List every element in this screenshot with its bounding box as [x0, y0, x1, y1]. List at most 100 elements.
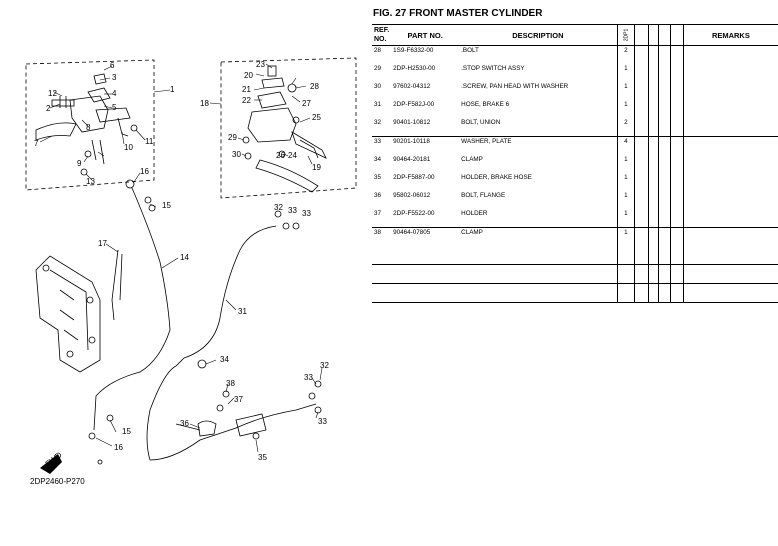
part-no-cell: 90401-10812	[393, 119, 431, 126]
callout-34: 34	[220, 355, 229, 364]
callout-33-c: 33	[304, 373, 313, 382]
diagram-code: 2DP2460-P270	[30, 477, 85, 486]
callout-38: 38	[226, 379, 235, 388]
description-cell: HOSE, BRAKE 6	[461, 101, 510, 108]
callout-10: 10	[124, 143, 133, 152]
qty-cell: 2	[616, 118, 635, 137]
fwd-arrow-icon: FWD	[40, 450, 64, 474]
callout-12: 12	[48, 89, 57, 98]
table-row: 30 97602-04312 .SCREW, PAN HEAD WITH WASHE…	[372, 82, 778, 100]
remarks-cell	[682, 155, 778, 173]
header-part-no: PART NO.	[391, 24, 460, 46]
remarks-cell	[682, 209, 778, 228]
remarks-cell	[682, 227, 778, 246]
description-cell: CLAMP	[459, 227, 618, 246]
frame-bracket-drawing	[35, 255, 101, 373]
callout-32-upper: 32	[274, 203, 283, 212]
callout-11: 11	[145, 137, 154, 146]
ref-cell: 28	[374, 47, 382, 54]
remarks-cell	[682, 45, 778, 64]
ref-cell: 29	[374, 65, 382, 72]
figure-title: FIG. 27 FRONT MASTER CYLINDER	[373, 8, 543, 19]
ref-cell: 34	[374, 156, 382, 163]
qty-cell: 4	[616, 136, 635, 155]
exploded-parts-diagram: FWD 1 2 3 4 5 6 7 8 9 10 11 12 13 14 15 …	[25, 57, 357, 486]
callout-16-upper: 16	[140, 167, 149, 176]
callout-33-b: 33	[302, 209, 311, 218]
callout-5: 5	[112, 103, 117, 112]
qty-cell: 1	[616, 155, 635, 173]
qty-cell: 1	[616, 227, 635, 246]
callout-24: 24	[288, 151, 297, 160]
callout-14: 14	[180, 253, 189, 262]
callout-labels: 1 2 3 4 5 6 7 8 9 10 11 12 13 14 15 15 1…	[34, 60, 329, 462]
part-no-cell: 90464-07805	[391, 227, 460, 246]
callout-27: 27	[302, 99, 311, 108]
callout-22: 22	[242, 96, 251, 105]
part-no-cell: 2DP-F5522-00	[393, 210, 435, 217]
description-cell: HOLDER	[461, 210, 488, 217]
header-remarks: REMARKS	[682, 24, 778, 46]
description-cell: BOLT, UNION	[461, 119, 501, 126]
callout-15-upper: 15	[162, 201, 171, 210]
callout-6: 6	[110, 61, 115, 70]
ref-cell: 31	[374, 101, 382, 108]
brake-hose-14	[93, 187, 171, 431]
callout-36: 36	[180, 419, 189, 428]
qty-cell: 1	[616, 82, 635, 100]
callout-31: 31	[238, 307, 247, 316]
qty-cell: 1	[616, 100, 635, 118]
ref-cell: 37	[374, 210, 382, 217]
ref-cell: 30	[374, 83, 382, 90]
header-ref-no: REF.NO.	[372, 24, 392, 46]
qty-cell: 1	[616, 209, 635, 228]
description-cell: .BOLT	[461, 47, 479, 54]
callout-37: 37	[234, 395, 243, 404]
description-cell: BOLT, FLANGE	[461, 192, 506, 199]
description-cell: HOLDER, BRAKE HOSE	[461, 174, 532, 181]
ref-cell: 35	[374, 174, 382, 181]
part-no-cell: 2DP-H2530-00	[393, 65, 436, 72]
callout-21: 21	[242, 85, 251, 94]
holder-37	[235, 413, 267, 437]
table-row: 37 2DP-F5522-00 HOLDER 1	[372, 209, 778, 228]
callout-17: 17	[98, 239, 107, 248]
callout-4: 4	[112, 89, 117, 98]
callout-32-lower: 32	[320, 361, 329, 370]
callout-15-lower: 15	[122, 427, 131, 436]
qty-cell: 1	[616, 173, 635, 191]
callout-35: 35	[258, 453, 267, 462]
header-qty-code: 2DP1	[616, 24, 635, 46]
empty-table-row	[372, 283, 778, 303]
remarks-cell	[682, 100, 778, 118]
empty-table-row	[372, 264, 778, 284]
left-master-cylinder-group-box	[25, 59, 155, 191]
part-no-cell: 90464-20181	[393, 156, 431, 163]
callout-20: 20	[244, 71, 253, 80]
callout-30: 30	[232, 150, 241, 159]
parts-table: REF.NO. PART NO. DESCRIPTION 2DP1 REMARK…	[372, 24, 778, 303]
callout-33-d: 33	[318, 417, 327, 426]
empty-table-row	[372, 246, 778, 265]
ref-cell: 38	[372, 227, 392, 246]
ref-cell: 36	[374, 192, 382, 199]
left-master-cylinder-drawing	[35, 73, 138, 176]
remarks-cell	[682, 64, 778, 82]
part-no-cell: 97602-04312	[393, 83, 431, 90]
ref-cell: 33	[372, 136, 392, 155]
callout-25: 25	[312, 113, 321, 122]
table-row: 31 2DP-F582J-00 HOSE, BRAKE 6 1	[372, 100, 778, 118]
description-cell: .SCREW, PAN HEAD WITH WASHER	[461, 83, 569, 90]
description-cell: .STOP SWITCH ASSY	[461, 65, 525, 72]
callout-8: 8	[86, 123, 91, 132]
callout-3: 3	[112, 73, 117, 82]
hose-clamp-17	[111, 249, 123, 321]
part-no-cell: 1S9-F6332-00	[393, 47, 434, 54]
part-no-cell: 2DP-F582J-00	[393, 101, 435, 108]
callout-16-lower: 16	[114, 443, 123, 452]
